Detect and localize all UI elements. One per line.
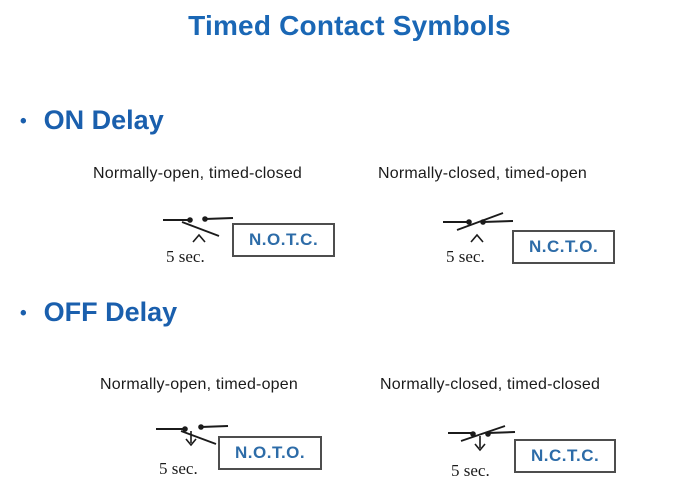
section-heading-on-delay: • ON Delay [20, 105, 164, 136]
bullet-icon: • [20, 303, 27, 324]
delay-label: 5 sec. [159, 459, 198, 478]
down-arrow-icon [185, 438, 197, 447]
contact-group-nctc: 5 sec. [448, 422, 520, 481]
contact-label-notc: Normally-open, timed-closed [93, 165, 303, 182]
down-arrow-icon [474, 443, 486, 452]
nctc-contact-symbol-icon [448, 425, 516, 452]
contact-group-noto: 5 sec. [156, 420, 230, 479]
contact-group-notc: 5 sec. [163, 209, 235, 267]
bullet-icon: • [20, 111, 27, 132]
contact-group-ncto: 5 sec. [443, 209, 515, 267]
notc-abbr-box: N.O.T.C. [232, 223, 336, 257]
section-heading-label: OFF Delay [43, 297, 178, 327]
section-heading-label: ON Delay [43, 105, 164, 135]
up-arrow-icon [192, 233, 206, 243]
notc-contact-symbol-icon [163, 216, 234, 243]
section-heading-off-delay: • OFF Delay [20, 297, 177, 328]
nctc-abbr-box: N.C.T.C. [514, 439, 617, 473]
contact-label-noto: Normally-open, timed-open [100, 376, 298, 393]
noto-abbr-box: N.O.T.O. [218, 436, 323, 470]
contact-label-ncto: Normally-closed, timed-open [378, 165, 588, 182]
page-title: Timed Contact Symbols [188, 10, 511, 41]
delay-label: 5 sec. [166, 247, 205, 266]
up-arrow-icon [470, 233, 484, 243]
delay-label: 5 sec. [446, 247, 485, 266]
noto-contact-symbol-icon [156, 424, 229, 447]
delay-label: 5 sec. [451, 461, 490, 480]
ncto-abbr-box: N.C.T.O. [512, 230, 616, 264]
ncto-contact-symbol-icon [443, 212, 514, 243]
contact-label-nctc: Normally-closed, timed-closed [380, 376, 601, 393]
